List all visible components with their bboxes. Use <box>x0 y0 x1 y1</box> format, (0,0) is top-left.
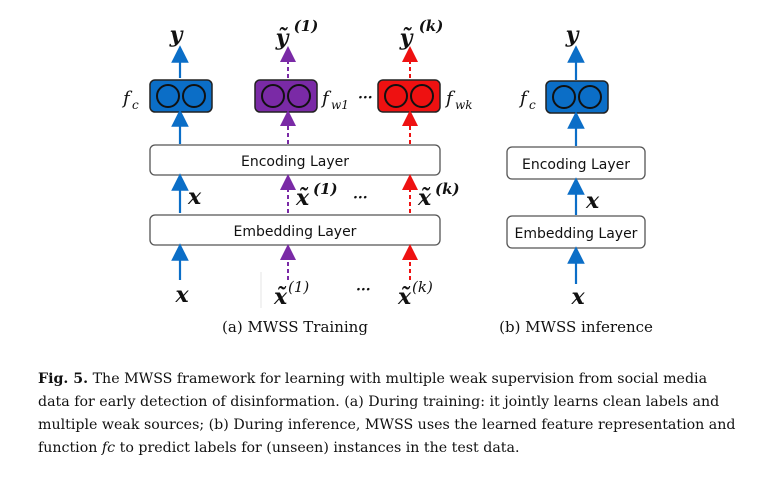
train-fwk-label-sub: wk <box>455 98 473 112</box>
inference-subcaption: (b) MWSS inference <box>499 318 653 336</box>
train-ytilde-1-symbol: ỹ <box>275 25 291 51</box>
figure-caption: Fig. 5. The MWSS framework for learning … <box>38 368 738 460</box>
train-fw1-label-sub: w1 <box>331 98 349 112</box>
figure-caption-text-2: to predict labels for (unseen) instances… <box>119 440 520 456</box>
train-encoding-label: Encoding Layer <box>241 154 349 170</box>
fwk-head-block <box>377 79 441 113</box>
train-mid-xtilde-k-superscript: (k) <box>435 180 460 198</box>
inf-fc-head-block <box>545 80 609 114</box>
train-mid-ellipsis: ··· <box>353 190 368 206</box>
train-embedding-label: Embedding Layer <box>234 224 357 240</box>
train-embedding-layer: Embedding Layer <box>149 214 441 246</box>
inf-embedding-label: Embedding Layer <box>515 226 638 242</box>
fw1-head-block <box>254 79 318 113</box>
train-mid-xtilde-1: x̃ (1) <box>295 180 338 211</box>
inf-encoding-label: Encoding Layer <box>522 157 630 173</box>
train-ytilde-k-superscript: (k) <box>419 17 444 35</box>
figure-caption-text-1: The MWSS framework for learning with mul… <box>38 371 736 456</box>
train-output-ytilde-k: ỹ (k) <box>399 17 444 51</box>
train-mid-xtilde-1-symbol: x̃ <box>295 185 310 211</box>
inf-output-y: y <box>565 22 581 48</box>
training-subcaption: (a) MWSS Training <box>222 318 368 336</box>
train-output-ytilde-1: ỹ (1) <box>275 17 319 51</box>
inf-fc-label-sub: c <box>529 98 536 112</box>
train-input-xtilde-k: x̃ (k) <box>397 278 433 310</box>
mwss-diagram: y ỹ (1) ỹ (k) f c f w1 ··· <box>121 17 653 336</box>
train-input-xtilde-k-superscript: (k) <box>412 278 433 296</box>
train-input-x: x <box>174 282 189 308</box>
train-ytilde-1-superscript: (1) <box>294 17 319 35</box>
train-ytilde-k-symbol: ỹ <box>399 25 415 51</box>
train-head-ellipsis: ··· <box>358 90 373 106</box>
fwk-neuron-1 <box>384 84 408 108</box>
fwk-neuron-2 <box>410 84 434 108</box>
fc-neuron-1 <box>156 84 180 108</box>
train-input-xtilde-1-symbol: x̃ <box>273 284 288 310</box>
train-mid-x: x <box>187 184 202 210</box>
inf-embedding-layer: Embedding Layer <box>506 215 646 249</box>
train-encoding-layer: Encoding Layer <box>149 144 441 176</box>
train-mid-xtilde-k-symbol: x̃ <box>417 185 432 211</box>
figure-label: Fig. 5. <box>38 371 89 387</box>
inference-panel: y f c Encoding Layer x Embedding Layer x… <box>499 22 653 336</box>
train-input-ellipsis: ··· <box>356 282 371 298</box>
train-mid-xtilde-k: x̃ (k) <box>417 180 460 211</box>
train-input-xtilde-k-symbol: x̃ <box>397 284 412 310</box>
fc-head-block <box>149 79 213 113</box>
fw1-neuron-2 <box>287 84 311 108</box>
inf-fc-neuron-2 <box>578 85 602 109</box>
inf-fc-neuron-1 <box>552 85 576 109</box>
training-panel: y ỹ (1) ỹ (k) f c f w1 ··· <box>121 17 473 336</box>
train-mid-xtilde-1-superscript: (1) <box>313 180 338 198</box>
train-output-y: y <box>169 22 185 48</box>
figure-caption-fc: fc <box>101 440 116 456</box>
train-fc-label-sub: c <box>132 98 139 112</box>
inf-encoding-layer: Encoding Layer <box>506 146 646 180</box>
train-input-xtilde-1-superscript: (1) <box>288 278 309 296</box>
fc-neuron-2 <box>182 84 206 108</box>
fw1-neuron-1 <box>261 84 285 108</box>
inf-input-x: x <box>570 284 585 310</box>
inf-mid-x: x <box>585 188 600 214</box>
train-input-xtilde-1: x̃ (1) <box>273 278 309 310</box>
